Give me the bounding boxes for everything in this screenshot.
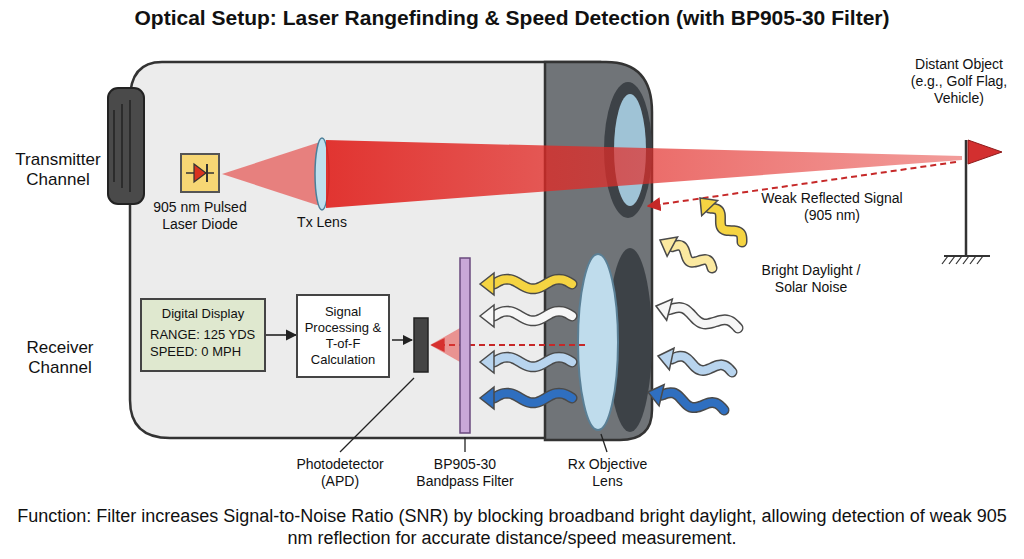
light-ray [480, 305, 572, 327]
component-label: 905 nm Pulsed Laser Diode [145, 199, 255, 233]
title: Optical Setup: Laser Rangefinding & Spee… [0, 5, 1024, 30]
display-box: Digital DisplayRANGE: 125 YDSSPEED: 0 MP… [140, 298, 266, 372]
part-label: Receiver Channel [8, 338, 112, 379]
diode-symbol [182, 155, 218, 191]
part-label: Tx Lens [292, 214, 352, 231]
process-box: Signal Processing & T-of-F Calculation [296, 294, 390, 378]
leader-line [601, 434, 607, 452]
caption: Function: Filter increases Signal-to-Noi… [10, 506, 1014, 549]
bandpass-filter [460, 258, 470, 433]
display-reading: SPEED: 0 MPH [150, 343, 256, 361]
light-ray [648, 385, 724, 410]
laser-diode: 905 nm Pulsed Laser Diode [180, 153, 220, 193]
light-ray [480, 387, 572, 409]
light-ray [660, 237, 712, 268]
diode-beam [222, 142, 320, 206]
part-label: Transmitter Channel [2, 150, 114, 191]
light-rays [480, 198, 742, 410]
part-label: Bright Daylight / Solar Noise [746, 262, 876, 296]
light-ray [658, 348, 732, 372]
leader-line [340, 378, 414, 452]
focus-cone [430, 328, 460, 362]
housing [130, 62, 600, 438]
signal-arrow [266, 334, 296, 336]
eyepiece [108, 88, 144, 204]
ground-hatch [942, 256, 983, 264]
light-ray [480, 273, 572, 295]
part-label: Photodetector (APD) [284, 456, 396, 490]
flag [968, 140, 1002, 164]
rx-objective-lens [578, 254, 618, 430]
display-reading: RANGE: 125 YDS [150, 326, 256, 344]
part-label: Weak Reflected Signal (905 nm) [752, 190, 912, 224]
light-ray [480, 351, 572, 373]
light-ray [700, 198, 742, 242]
light-ray [656, 299, 738, 328]
part-label: Distant Object (e.g., Golf Flag, Vehicle… [898, 56, 1020, 106]
front-housing [545, 62, 652, 440]
part-label: BP905-30 Bandpass Filter [410, 456, 520, 490]
leader-line [464, 437, 465, 452]
part-label: Rx Objective Lens [560, 456, 655, 490]
photodetector [414, 318, 428, 372]
display-heading: Digital Display [150, 305, 256, 323]
eyepiece-ridges [114, 100, 130, 192]
flag-pole [965, 140, 968, 256]
signal-arrow [392, 339, 412, 341]
process-label: Signal Processing & T-of-F Calculation [302, 304, 384, 369]
